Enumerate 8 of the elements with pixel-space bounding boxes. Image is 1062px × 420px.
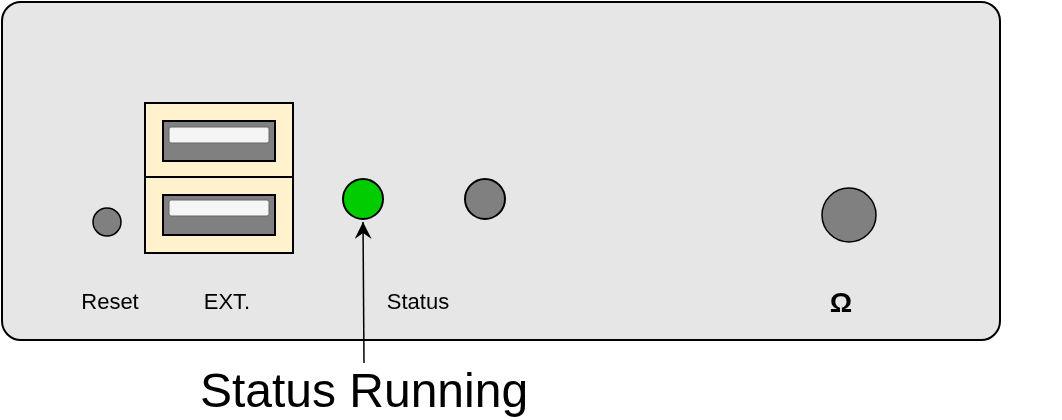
port-label: Ω xyxy=(829,289,853,317)
port-label: EXT. xyxy=(203,291,251,313)
leader-arrow xyxy=(354,221,372,364)
port-label: Status xyxy=(386,291,450,313)
port-label: Reset xyxy=(81,291,139,313)
device-panel xyxy=(1,1,1001,341)
led-icon xyxy=(342,178,384,220)
callout-text: Status Running xyxy=(199,363,529,419)
